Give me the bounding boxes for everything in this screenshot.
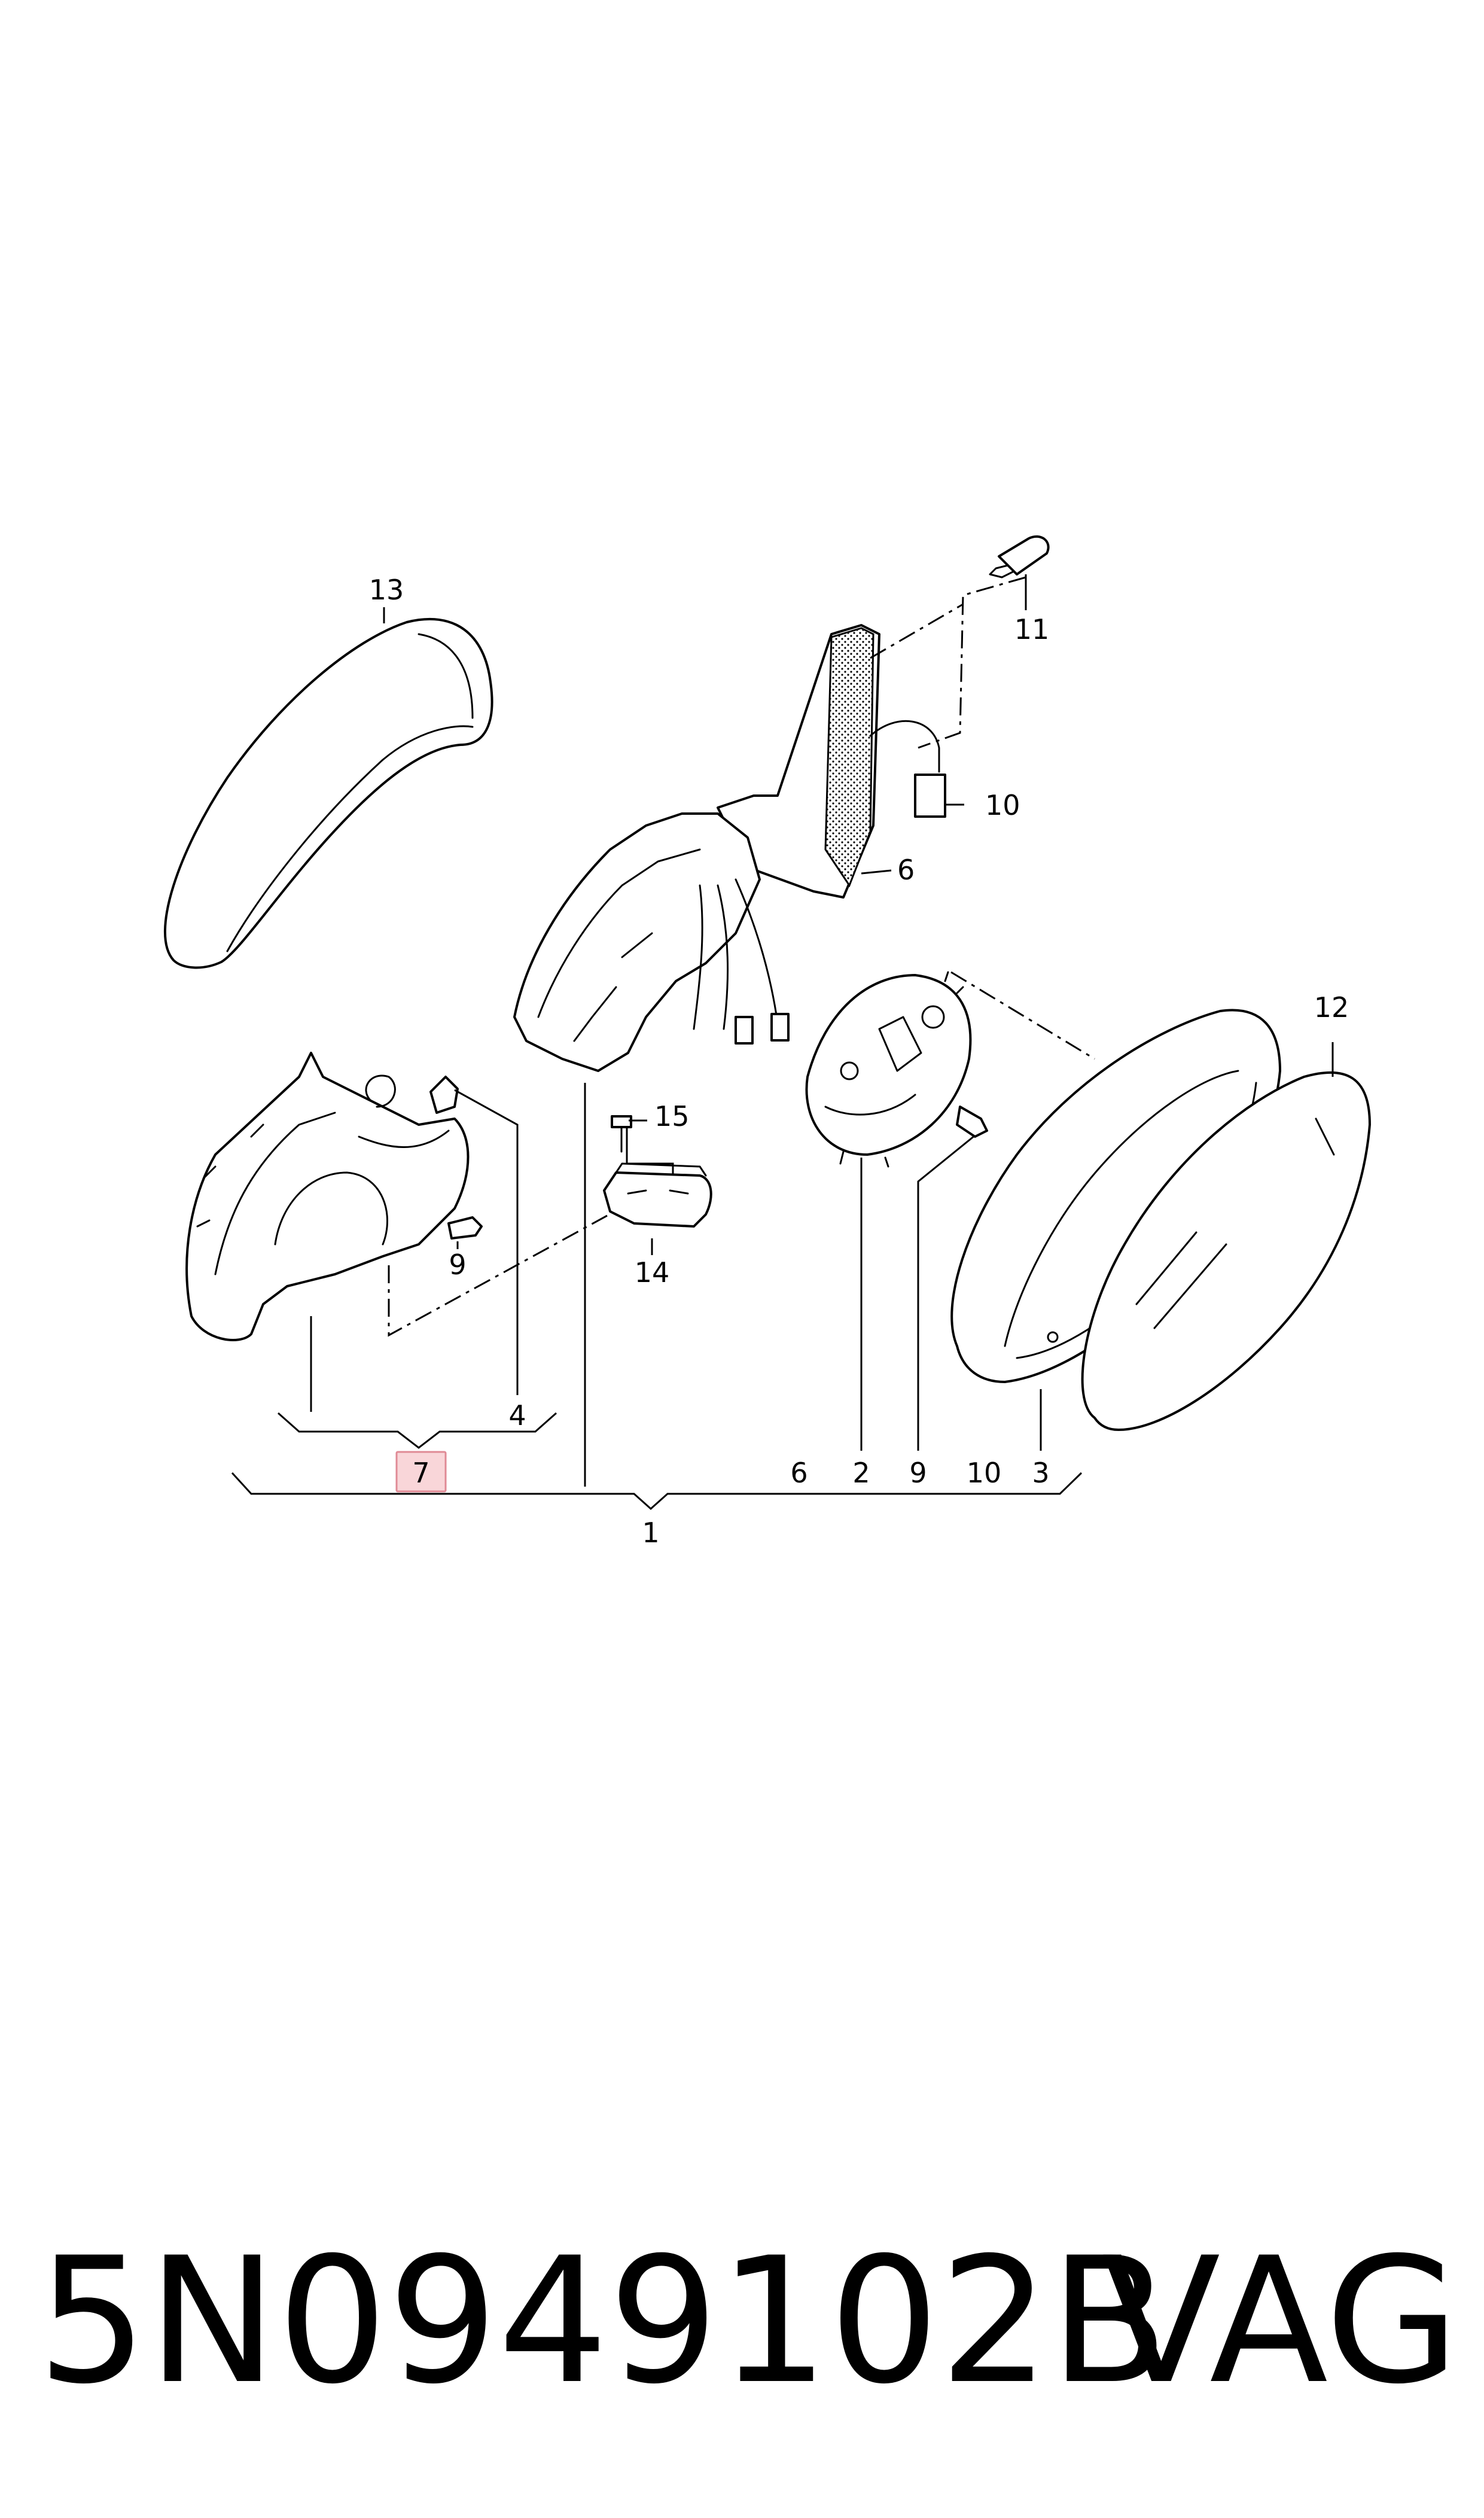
callout-10-bottom: 10: [967, 1457, 1002, 1489]
mirror-base-frame: [513, 624, 946, 1072]
screw-15: [611, 1115, 632, 1153]
callout-13: 13: [369, 574, 404, 606]
callout-10-top: 10: [985, 789, 1020, 821]
adjustment-motor: [805, 971, 972, 1168]
callout-3: 3: [1032, 1457, 1049, 1489]
callout-6-bottom: 6: [790, 1457, 807, 1489]
callout-15: 15: [654, 1100, 690, 1132]
callout-4: 4: [508, 1399, 526, 1432]
callout-2: 2: [852, 1457, 870, 1489]
screw-11: [989, 535, 1050, 578]
callout-6-top: 6: [897, 854, 915, 886]
callout-9-left: 9: [449, 1249, 466, 1281]
brand-name: VAG: [1102, 2221, 1459, 2422]
assembly-bracket-7: [278, 1412, 557, 1449]
callout-7-highlight: [395, 1451, 447, 1493]
callout-1: 1: [642, 1517, 659, 1549]
bracket-14: [603, 1162, 712, 1228]
assembly-bracket-1: [231, 1472, 1083, 1511]
screw-9-right: [956, 1106, 988, 1138]
callout-12: 12: [1314, 991, 1349, 1024]
screw-9-left: [447, 1216, 483, 1240]
callout-9-bottom: 9: [909, 1457, 927, 1489]
callout-14: 14: [635, 1256, 670, 1289]
mirror-cap-cover: [164, 617, 493, 969]
lower-mirror-housing: [185, 1052, 470, 1341]
part-number: 5N0949102B: [37, 2221, 1169, 2422]
mirror-glass: [1081, 1071, 1371, 1431]
callout-11: 11: [1014, 613, 1050, 646]
callout-7: 7: [412, 1457, 429, 1489]
leader-lines: [310, 574, 1334, 1487]
